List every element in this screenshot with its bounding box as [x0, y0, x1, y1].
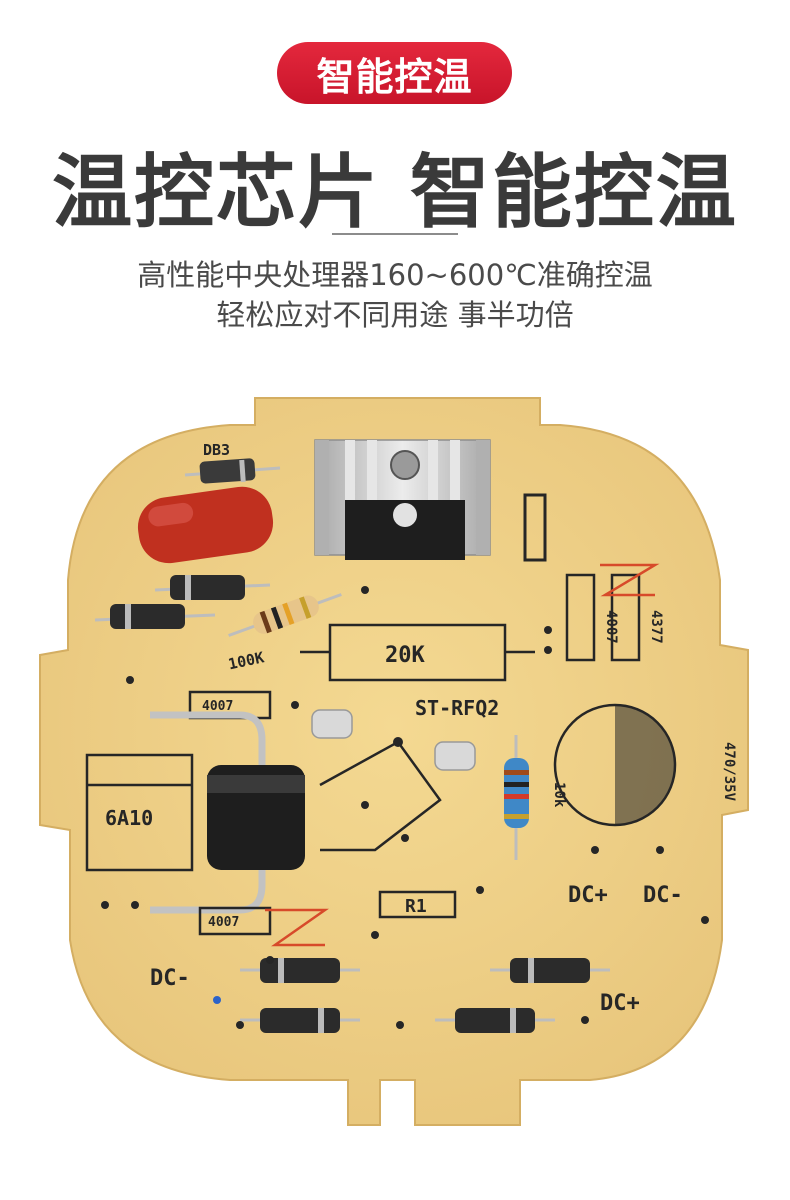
resistor-10k-label: 10k: [551, 782, 567, 808]
diode-left-2: [94, 604, 216, 629]
sensor-2: [434, 741, 476, 771]
power-diode: [150, 711, 305, 914]
diode-4377-label: 4377: [648, 610, 664, 644]
page-headline: 温控芯片 智能控温: [52, 146, 738, 239]
resistor-10k: 10k: [504, 735, 567, 860]
feature-badge: 智能控温: [277, 42, 512, 104]
dc-plus-right-label: DC+: [568, 883, 608, 908]
r1-label: R1: [405, 896, 427, 917]
bridge-diode-4: [435, 1008, 555, 1033]
diode-4007-upper-label: 4007: [202, 699, 233, 714]
resistor-20k: 20K: [300, 623, 535, 682]
divider-line: [332, 233, 458, 235]
resistor-20k-label: 20K: [385, 643, 425, 668]
subtitle-line-1: 高性能中央处理器160~600℃准确控温: [137, 258, 653, 292]
resistor-r1: R1: [378, 890, 457, 919]
db3-label: DB3: [203, 441, 230, 459]
circuit-board-photo: DB3: [0, 380, 790, 1200]
dc-plus-bottom-label: DC+: [600, 991, 640, 1016]
fuse-6a10: 6A10: [85, 753, 194, 872]
subtitle-line-2: 轻松应对不同用途 事半功倍: [216, 298, 574, 332]
capacitor-rating-label: 470/35V: [721, 742, 737, 802]
sensor-1: [311, 709, 353, 739]
db3-diode: DB3: [184, 441, 281, 484]
electrolytic-capacitor: 470/35V: [553, 703, 737, 827]
heatsink: [314, 439, 491, 560]
board-name-label: ST-RFQ2: [415, 696, 499, 720]
diode-left-1: [154, 575, 271, 600]
bridge-diode-3: [490, 958, 610, 983]
diode-right-4377: 4377: [610, 573, 664, 662]
dc-minus-left-label: DC-: [150, 966, 190, 991]
feature-badge-label: 智能控温: [316, 54, 473, 99]
bridge-diode-2: [240, 1008, 360, 1033]
diode-4007-lower-label: 4007: [208, 915, 239, 930]
pcb-illustration: DB3: [39, 397, 749, 1126]
diode-4007-lower: 4007: [198, 906, 272, 936]
fuse-label: 6A10: [105, 806, 153, 830]
bridge-diode-1: [240, 958, 360, 983]
resistor-100k: [228, 593, 342, 637]
dc-minus-right-label: DC-: [643, 883, 683, 908]
